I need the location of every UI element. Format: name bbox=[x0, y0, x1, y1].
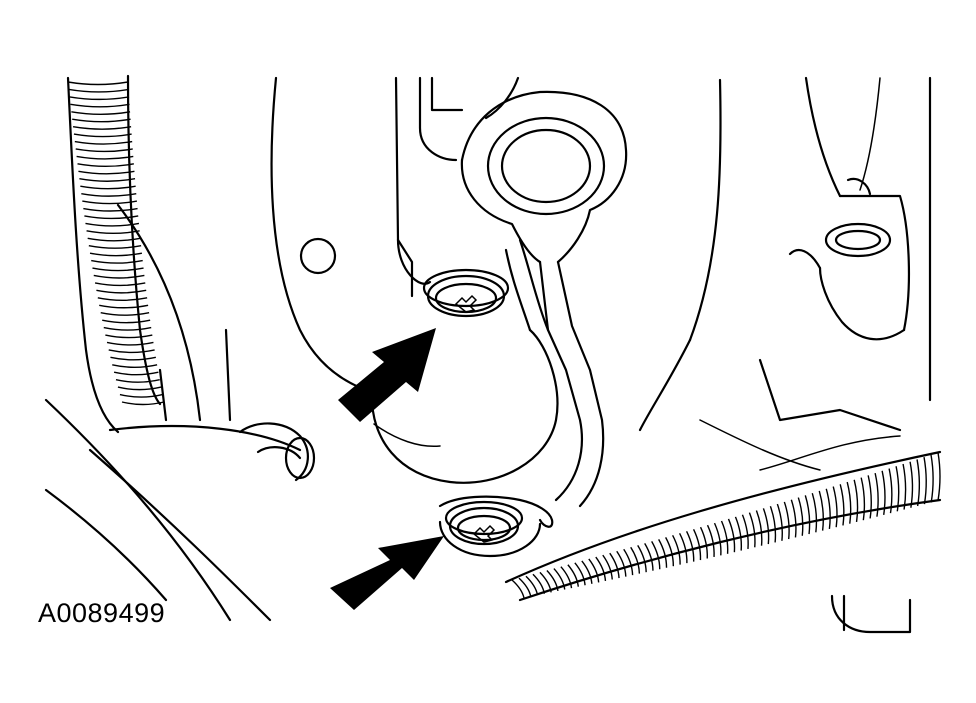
tube-bracket bbox=[438, 495, 554, 558]
arrow-pointer-icon bbox=[338, 328, 436, 422]
figure-id-label: A0089499 bbox=[38, 598, 166, 628]
upper-bolt bbox=[422, 268, 510, 318]
dipstick-handle bbox=[460, 90, 628, 508]
torx-bolt-icon bbox=[454, 294, 478, 313]
arrow-pointer-icon bbox=[330, 536, 444, 610]
torx-bolt-icon bbox=[472, 524, 496, 543]
lower-bolt bbox=[444, 500, 524, 546]
lower-right-corrugated-conduit bbox=[504, 450, 942, 602]
left-corrugated-conduit bbox=[66, 74, 165, 434]
engine-housing-outlines bbox=[44, 76, 932, 634]
